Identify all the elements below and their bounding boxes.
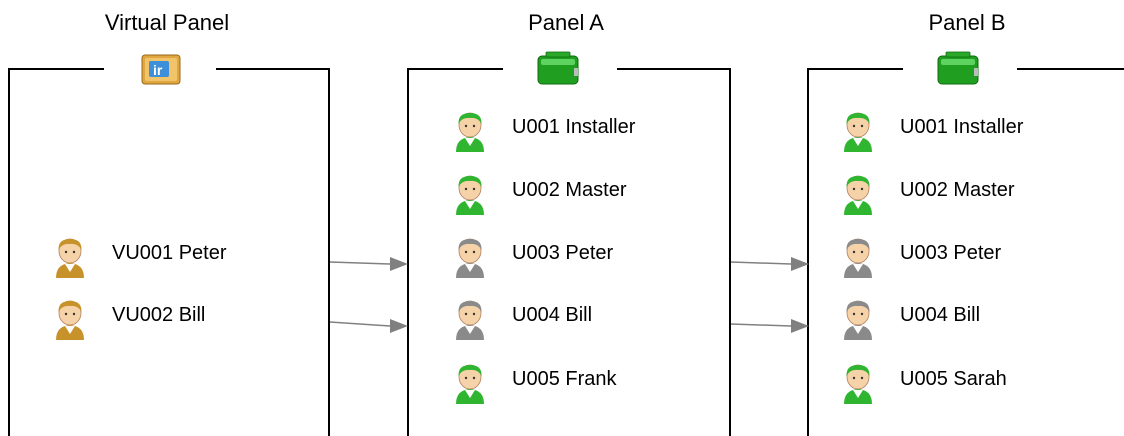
synced-user-icon [450,298,490,340]
green-panel-icon [937,51,979,85]
frame-top-line [1017,68,1124,70]
local-user-icon [450,173,490,215]
frame-top-line [617,68,731,70]
sync-arrow [329,257,408,271]
frame-top-line [407,68,503,70]
user-label: U001 Installer [512,116,636,138]
virtual-user-icon [50,298,90,340]
user-label: U005 Sarah [900,368,1007,390]
virtual-panel-frame [8,68,330,436]
local-user-icon [838,362,878,404]
panel-title: Panel B [928,10,1006,35]
sync-arrow [329,319,408,333]
local-user-icon [450,362,490,404]
sync-arrow [730,319,809,333]
user-label: U005 Frank [512,368,617,390]
sync-arrow [730,257,809,271]
user-label: VU001 Peter [112,242,227,264]
synced-user-icon [838,298,878,340]
user-label: U002 Master [512,179,627,201]
frame-top-line [216,68,330,70]
frame-top-line [807,68,903,70]
green-panel-icon [537,51,579,85]
user-label: U003 Peter [900,242,1002,264]
local-user-icon [838,110,878,152]
virtual-panel-icon: ir [141,54,181,85]
synced-user-icon [838,236,878,278]
local-user-icon [838,173,878,215]
user-label: U004 Bill [512,304,593,326]
user-label: U004 Bill [900,304,981,326]
panel-title: Virtual Panel [104,10,230,35]
virtual-user-icon [50,236,90,278]
panel-title: Panel A [528,10,604,35]
synced-user-icon [450,236,490,278]
local-user-icon [450,110,490,152]
user-label: U003 Peter [512,242,614,264]
svg-text:ir: ir [153,62,163,78]
user-label: U001 Installer [900,116,1024,138]
panel-b-frame [807,68,809,436]
panel-a-frame [407,68,731,436]
user-label: U002 Master [900,179,1015,201]
frame-top-line [8,68,104,70]
user-label: VU002 Bill [112,304,206,326]
